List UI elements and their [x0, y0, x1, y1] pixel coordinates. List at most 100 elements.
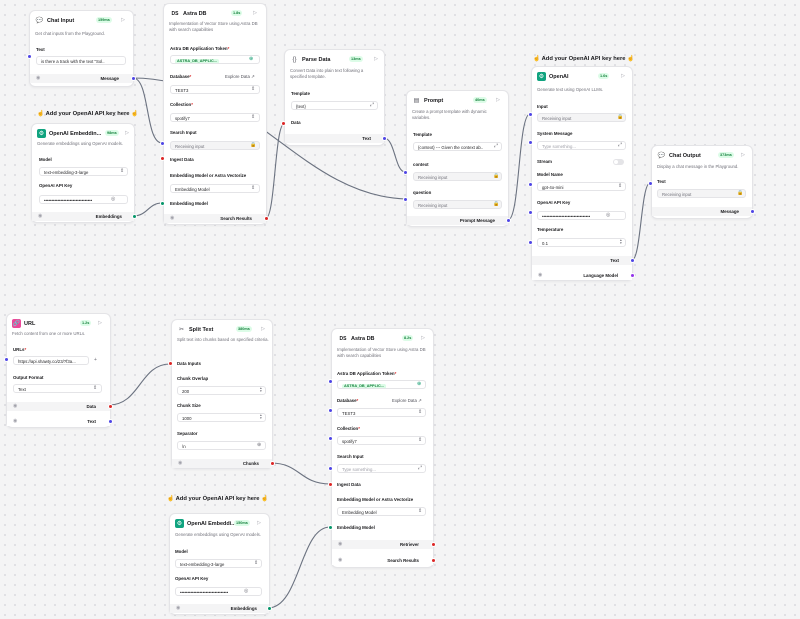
collection-select[interactable]: spotify7: [170, 113, 260, 122]
search-input-field[interactable]: Receiving input: [170, 141, 260, 150]
context-input-handle[interactable]: [403, 170, 408, 175]
data-output-handle[interactable]: [108, 404, 113, 409]
text-output-handle[interactable]: [382, 136, 387, 141]
eye-icon[interactable]: ◉: [170, 215, 175, 221]
api-key-field[interactable]: ••••••••••••••••••••••••••••••••: [39, 195, 128, 204]
system-message-field[interactable]: Type something...: [537, 141, 626, 150]
globe-icon[interactable]: ⊕: [257, 442, 262, 448]
message-output-handle[interactable]: [131, 76, 136, 81]
model-select[interactable]: text-embedding-3-large: [175, 559, 262, 568]
explore-data-link[interactable]: Explore Data ↗: [225, 74, 255, 79]
play-icon[interactable]: ▷: [257, 520, 261, 526]
model-select[interactable]: gpt-4o-mini: [537, 182, 626, 191]
globe-icon[interactable]: ⊕: [417, 381, 422, 387]
play-icon[interactable]: ▷: [374, 56, 378, 62]
search-input-field[interactable]: Type something...: [337, 464, 426, 473]
data-input-handle[interactable]: [281, 121, 286, 126]
expand-icon[interactable]: ⤢: [494, 143, 499, 149]
stepper-icon[interactable]: ▴▾: [260, 386, 262, 393]
eye-icon[interactable]: ◉: [178, 460, 183, 466]
question-field[interactable]: Receiving input: [413, 200, 502, 209]
eye-icon[interactable]: ◉: [13, 403, 18, 409]
text-input-handle[interactable]: [648, 181, 653, 186]
retriever-output-handle[interactable]: [431, 542, 436, 547]
search-input-handle[interactable]: [160, 141, 165, 146]
eye-icon[interactable]: ◉: [36, 75, 41, 81]
globe-icon[interactable]: ⊕: [249, 56, 254, 62]
template-field[interactable]: {text}: [291, 101, 378, 110]
embedding-model-handle[interactable]: [160, 201, 165, 206]
play-icon[interactable]: ▷: [261, 326, 265, 332]
data-inputs-handle[interactable]: [168, 361, 173, 366]
embedding-model-handle[interactable]: [328, 525, 333, 530]
openai-embeddings-node[interactable]: ⚙OpenAI Embeddin...98ms▷ Generate embedd…: [31, 123, 137, 223]
ingest-data-handle[interactable]: [328, 482, 333, 487]
database-select[interactable]: TEST3: [337, 408, 426, 417]
eye-icon[interactable]: ◉: [13, 418, 18, 424]
input-handle[interactable]: [528, 112, 533, 117]
embedding-select[interactable]: Embedding Model: [337, 507, 426, 516]
eye-icon[interactable]: ◎: [606, 212, 611, 218]
search-results-handle[interactable]: [431, 558, 436, 563]
urls-input-handle[interactable]: [4, 357, 9, 362]
stepper-icon[interactable]: ▴▾: [620, 238, 622, 245]
system-message-handle[interactable]: [528, 140, 533, 145]
text-field[interactable]: Receiving input: [657, 189, 746, 198]
collection-input-handle[interactable]: [328, 436, 333, 441]
eye-icon[interactable]: ◉: [38, 213, 43, 219]
text-input[interactable]: is there a track with the text "Sol..: [36, 56, 126, 65]
context-field[interactable]: Receiving input: [413, 172, 502, 181]
eye-icon[interactable]: ◎: [111, 196, 116, 202]
play-icon[interactable]: ▷: [253, 10, 257, 16]
stepper-icon[interactable]: ▴▾: [260, 413, 262, 420]
text-output-handle[interactable]: [630, 258, 635, 263]
message-output-handle[interactable]: [750, 209, 755, 214]
embedding-select[interactable]: Embedding Model: [170, 184, 260, 193]
chunks-output-handle[interactable]: [270, 461, 275, 466]
model-handle[interactable]: [528, 182, 533, 187]
ingest-data-handle[interactable]: [160, 156, 165, 161]
token-input-handle[interactable]: [328, 379, 333, 384]
play-icon[interactable]: ▷: [125, 130, 129, 136]
temperature-field[interactable]: 0.1: [537, 238, 626, 247]
token-field[interactable]: ASTRA_DB_APPLIC...: [337, 380, 426, 389]
model-select[interactable]: text-embedding-3-large: [39, 167, 128, 176]
eye-icon[interactable]: ◉: [338, 541, 343, 547]
database-select[interactable]: TEST3: [170, 85, 260, 94]
input-field[interactable]: Receiving input: [537, 113, 626, 122]
play-icon[interactable]: ▷: [98, 320, 102, 326]
eye-icon[interactable]: ◉: [176, 605, 181, 611]
explore-data-link[interactable]: Explore Data ↗: [392, 398, 422, 403]
text-input-handle[interactable]: [27, 54, 32, 59]
api-key-handle[interactable]: [528, 210, 533, 215]
separator-field[interactable]: \n: [177, 441, 266, 450]
expand-icon[interactable]: ⤢: [370, 102, 375, 108]
expand-icon[interactable]: ⤢: [618, 142, 623, 148]
plus-icon[interactable]: +: [94, 357, 97, 363]
collection-select[interactable]: spotify7: [337, 436, 426, 445]
play-icon[interactable]: ▷: [741, 152, 745, 158]
text-output-handle[interactable]: [108, 419, 113, 424]
api-key-field[interactable]: ••••••••••••••••••••••••••••••••: [537, 211, 626, 220]
template-field[interactable]: {context} --- Given the context ab..: [413, 142, 502, 151]
expand-icon[interactable]: ⤢: [418, 465, 423, 471]
output-format-select[interactable]: Text: [13, 384, 102, 393]
language-model-handle[interactable]: [630, 273, 635, 278]
search-results-handle[interactable]: [264, 216, 269, 221]
chunk-overlap-field[interactable]: 200: [177, 386, 266, 395]
eye-icon[interactable]: ◉: [538, 272, 543, 278]
embeddings-output-handle[interactable]: [267, 606, 272, 611]
url-field[interactable]: https://api.shawty.co/23/?f3a...: [13, 356, 89, 365]
openai-embeddings-node-bottom[interactable]: ⚙OpenAI Embeddi...150ms▷ Generate embedd…: [169, 513, 272, 615]
eye-icon[interactable]: ◎: [244, 588, 249, 594]
eye-icon[interactable]: ◉: [338, 557, 343, 563]
embeddings-output-handle[interactable]: [132, 214, 137, 219]
play-icon[interactable]: ▷: [621, 73, 625, 79]
question-input-handle[interactable]: [403, 197, 408, 202]
